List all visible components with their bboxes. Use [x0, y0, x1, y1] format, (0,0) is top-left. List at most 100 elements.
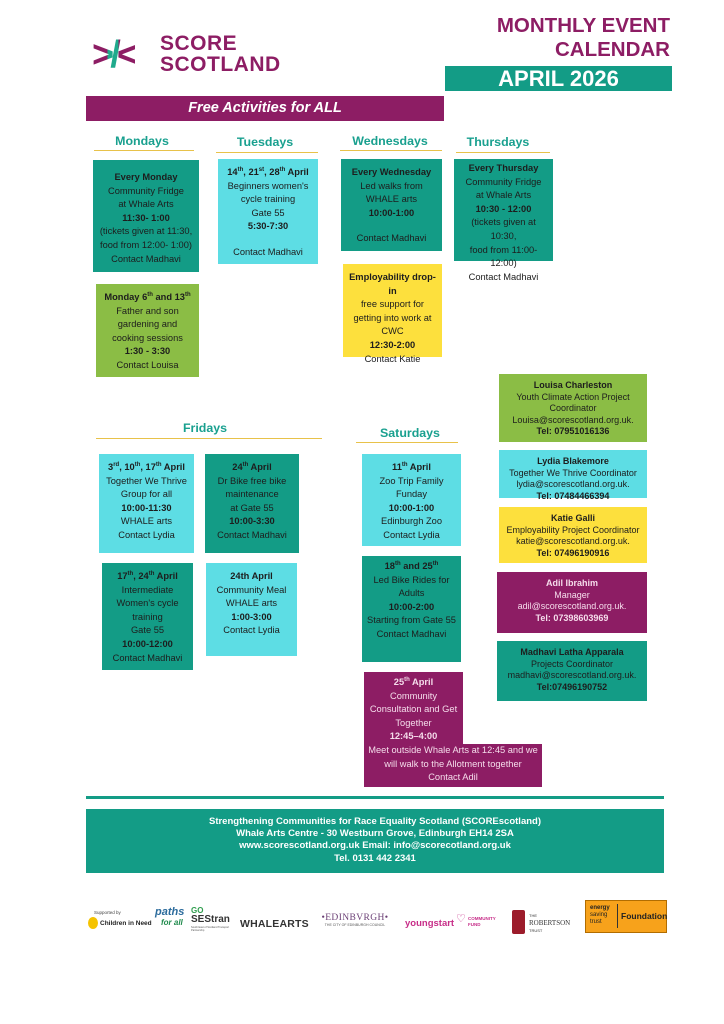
event-title: 24th April [232, 461, 272, 472]
event-line: WHALE arts [365, 194, 418, 205]
event-line: Consultation and Get [369, 704, 458, 715]
event-contact: Contact Madhavi [111, 253, 181, 264]
pudsey-bear-icon [88, 917, 98, 929]
sponsor-logo-energy-saving-trust: energy saving trust Foundation [585, 900, 667, 933]
robertson-crest-icon [512, 910, 525, 934]
contact-card-louisa: Louisa Charleston Youth Climate Action P… [499, 374, 647, 442]
event-time: 12:45–4:00 [389, 731, 438, 742]
day-header-fridays: Fridays [182, 421, 228, 435]
event-contact: Contact Madhavi [468, 271, 539, 282]
event-title: 14th, 21st, 28th April [227, 166, 309, 177]
event-time: 10:00-2:00 [388, 601, 435, 612]
event-line: cooking sessions [112, 332, 183, 343]
brand-mark-icon: >/< [92, 34, 139, 76]
event-line: gardening and [117, 319, 178, 330]
event-card-monday-fridge: Every Monday Community Fridge at Whale A… [93, 160, 199, 272]
sponsor-text: saving [590, 912, 608, 918]
header-title: MONTHLY EVENT CALENDAR [497, 14, 670, 62]
event-contact: Contact Madhavi [112, 652, 183, 663]
sponsor-text: THE CITY OF EDINBURGH COUNCIL [324, 923, 386, 927]
sponsor-text: GO [191, 906, 204, 915]
sponsor-logo-robertson-trust: THE ROBERTSON TRUST [512, 910, 578, 936]
event-time: 10:30 - 12:00 [475, 203, 532, 214]
event-title: Every Thursday [468, 163, 539, 173]
sponsor-logo-sestran: GO SEStran South East of Scotland Transp… [191, 906, 233, 934]
event-line: Together We Thrive [106, 475, 187, 486]
sponsor-logo-children-in-need: Supported by Children in Need [88, 910, 152, 932]
event-card-friday-women-cycle: 17th, 24th April Intermediate Women's cy… [102, 563, 193, 670]
event-card-saturday-zoo: 11th April Zoo Trip Family Funday 10:00-… [362, 454, 461, 546]
event-line: free support for [360, 299, 425, 310]
event-line: Father and son [116, 305, 179, 316]
event-title: Every Wednesday [351, 167, 432, 177]
sponsor-text: TRUST [529, 928, 543, 933]
event-line: Starting from Gate 55 [367, 615, 456, 626]
event-contact: Contact Katie [364, 353, 421, 364]
day-divider [96, 438, 322, 439]
contact-email-link[interactable]: madhavi@scorescotland.org.uk. [507, 670, 637, 681]
footer-phone: Tel. 0131 442 2341 [334, 852, 416, 864]
event-line: at Gate 55 [230, 502, 274, 513]
event-card-tuesday-cycle: 14th, 21st, 28th April Beginners women's… [218, 159, 318, 264]
event-line: Community [389, 690, 437, 701]
event-card-friday-dr-bike: 24th April Dr Bike free bike maintenance… [205, 454, 299, 553]
contact-email-link[interactable]: Louisa@scorescotland.org.uk. [512, 414, 634, 425]
footer-address: Whale Arts Centre - 30 Westburn Grove, E… [236, 828, 514, 840]
sponsor-text: WHALEARTS [240, 918, 309, 930]
contact-name: Madhavi Latha Apparala [520, 647, 624, 657]
event-line: Community Fridge [108, 185, 184, 196]
contact-phone: Tel:07496190752 [536, 681, 608, 692]
event-line: Group for all [120, 489, 173, 500]
event-time: 10:00-3:30 [229, 516, 275, 527]
contact-role: Youth Climate Action Project [516, 391, 630, 402]
day-header-tuesdays: Tuesdays [236, 135, 294, 149]
event-title: 18th and 25th [384, 560, 439, 571]
brand-name-line1: SCORE [160, 32, 238, 55]
contact-card-adil: Adil Ibrahim Manager adil@scorescotland.… [497, 572, 647, 633]
sponsor-text: South East of Scotland Transport Partner… [191, 926, 230, 932]
contact-email-link[interactable]: katie@scorescotland.org.uk. [516, 536, 630, 547]
contact-email-link[interactable]: adil@scorescotland.org.uk. [517, 601, 627, 612]
footer-web-email[interactable]: www.scorescotland.org.uk Email: info@sco… [239, 840, 511, 852]
header-title-line1: MONTHLY EVENT [496, 14, 670, 37]
contact-name: Louisa Charleston [533, 380, 613, 390]
event-line: Funday [395, 489, 427, 500]
sponsor-text: •EDINBVRGH• [321, 913, 389, 923]
sponsor-text: COMMUNITY [468, 916, 496, 921]
event-line: at Whale Arts [475, 190, 532, 201]
contact-role: Projects Coordinator [530, 658, 614, 669]
event-line: food from 11:00- 12:00) [469, 244, 538, 269]
event-contact: Contact Madhavi [376, 628, 447, 639]
event-title: 24th April [230, 571, 273, 581]
contact-role: Coordinator [549, 403, 597, 414]
header-title-line2: CALENDAR [554, 38, 670, 61]
sponsor-text: Supported by [94, 910, 121, 915]
day-divider [94, 150, 194, 151]
day-header-wednesdays: Wednesdays [352, 134, 428, 148]
day-divider [340, 150, 442, 151]
event-title: Every Monday [114, 172, 178, 182]
event-contact: Contact Lydia [223, 625, 280, 636]
day-divider [356, 442, 458, 443]
contact-email-link[interactable]: lydia@scorescotland.org.uk. [516, 479, 630, 490]
contact-role: Employability Project Coordinator [506, 524, 640, 535]
event-contact: Contact Madhavi [217, 529, 287, 540]
contact-role: Together We Thrive Coordinator [509, 467, 637, 478]
day-divider [216, 152, 318, 153]
contact-phone: Tel: 07496190916 [536, 547, 610, 558]
event-card-friday-thrive: 3rd, 10th, 17th April Together We Thrive… [99, 454, 194, 553]
event-line: Beginners women's [227, 180, 309, 191]
event-line: Led walks from [360, 180, 423, 191]
event-contact: Contact Madhavi [356, 233, 427, 244]
contact-phone: Tel: 07951016136 [536, 426, 610, 437]
event-line: Edinburgh Zoo [381, 516, 442, 527]
free-activities-banner: Free Activities for ALL [86, 96, 444, 121]
consultation-lower-text: Meet outside Whale Arts at 12:45 and we … [364, 744, 542, 785]
sponsor-text: ROBERTSON [529, 919, 571, 927]
event-contact: Contact Lydia [383, 529, 440, 540]
event-time: 5:30-7:30 [247, 221, 289, 232]
sponsor-logo-youngstart: youngstart [405, 913, 454, 929]
event-card-friday-community-meal: 24th April Community Meal WHALE arts 1:0… [206, 563, 297, 656]
event-title: 3rd, 10th, 17th April [108, 461, 185, 472]
day-header-mondays: Mondays [115, 134, 169, 148]
